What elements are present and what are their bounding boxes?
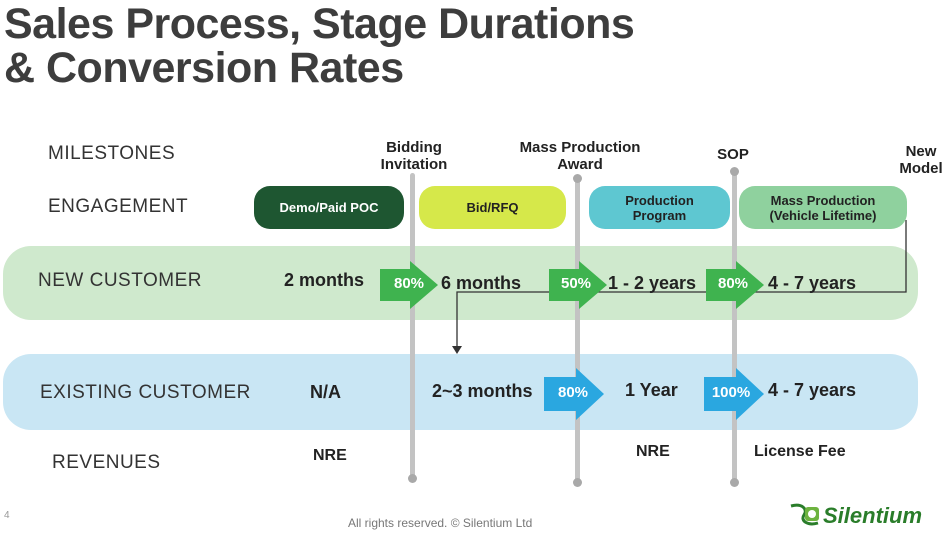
sop-milestone-line [732,170,737,484]
new-customer-conversion-3: 80% [717,275,749,292]
revenue-mass-production-stage: License Fee [754,443,846,460]
milestones-row-label: MILESTONES [48,143,176,164]
copyright-text: All rights reserved. © Silentium Ltd [348,516,533,530]
new-customer-conversion-2: 50% [560,275,592,292]
new-customer-duration-2: 6 months [441,273,522,293]
new-customer-duration-4: 4 - 7 years [768,273,857,293]
existing-customer-arrow-2 [704,368,764,420]
existing-customer-conversion-1: 80% [557,384,589,401]
title-line-1: Sales Process, Stage Durations [4,0,635,48]
engagement-bid-pill: Bid/RFQ [419,186,566,229]
revenue-production-stage: NRE [636,443,670,460]
existing-customer-arrow-1 [544,368,604,420]
new-customer-duration-1: 2 months [284,270,365,290]
new-customer-arrow-3 [706,261,764,309]
milestone-new-model: New Model [899,143,943,177]
milestone-sop: SOP [717,146,749,163]
milestone-bidding-invitation: Bidding Invitation [380,139,448,173]
bidding-milestone-line [410,173,415,480]
sop-milestone-dot [730,478,739,487]
page-title: Sales Process, Stage Durations & Convers… [4,2,904,90]
page-number: 4 [4,510,10,521]
title-line-2: & Conversion Rates [4,44,404,92]
new-customer-arrow-2 [549,261,607,309]
engagement-row-label: ENGAGEMENT [48,196,189,217]
new-customer-conversion-1: 80% [393,275,425,292]
revenues-row-label: REVENUES [52,452,161,473]
award-milestone-top-dot [573,174,582,183]
existing-customer-duration-3: 1 Year [625,380,678,400]
existing-customer-conversion-2: 100% [711,384,751,401]
bidding-milestone-dot [408,474,417,483]
revenue-demo-stage: NRE [313,447,347,464]
award-milestone-dot [573,478,582,487]
new-model-connector [452,220,907,354]
silentium-logo-icon [790,503,819,526]
existing-customer-duration-1: N/A [310,382,341,402]
milestone-mass-production-award: Mass Production Award [519,139,641,173]
existing-customer-duration-2: 2~3 months [432,381,533,401]
new-customer-band [3,246,918,320]
new-customer-arrow-1 [380,261,438,309]
new-customer-row-label: NEW CUSTOMER [38,270,202,291]
sop-milestone-top-dot [730,167,739,176]
existing-customer-duration-4: 4 - 7 years [768,380,857,400]
silentium-logo-text: Silentium [823,503,923,528]
engagement-demo-pill: Demo/Paid POC [254,186,404,229]
existing-customer-band [3,354,918,430]
engagement-mass-production-pill: Mass Production (Vehicle Lifetime) [739,186,907,229]
existing-customer-row-label: EXISTING CUSTOMER [40,382,251,403]
new-customer-duration-3: 1 - 2 years [608,273,697,293]
award-milestone-line [575,177,580,484]
engagement-production-program-pill: Production Program [589,186,730,229]
